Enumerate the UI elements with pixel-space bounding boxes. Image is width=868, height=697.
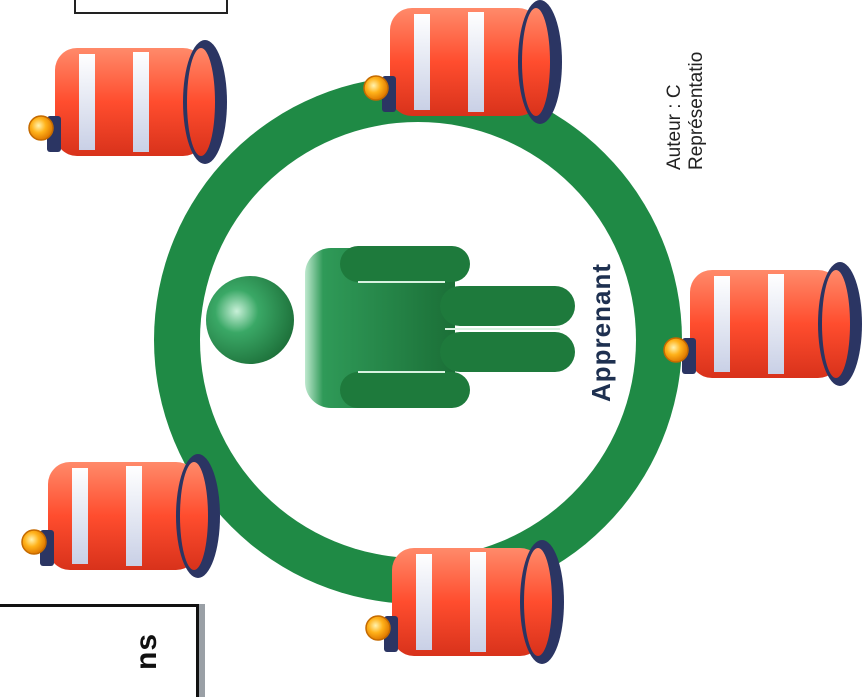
learner-figure-icon (206, 246, 575, 408)
traffic-barrel-icon (365, 539, 565, 665)
author-note: Auteur : C Représentatio (664, 0, 708, 170)
apprenant-label: Apprenant (586, 263, 616, 403)
traffic-barrel-icon (21, 453, 221, 579)
diagram-canvas (21, 0, 863, 665)
bottom-box-text: ns (130, 632, 163, 670)
traffic-barrel-icon (363, 0, 563, 125)
traffic-barrel-icon (28, 39, 228, 165)
traffic-barrel-icon (663, 261, 863, 387)
author-line: Auteur : C (664, 84, 685, 170)
top-text-box (74, 0, 228, 14)
representation-line: Représentatio (686, 51, 707, 170)
